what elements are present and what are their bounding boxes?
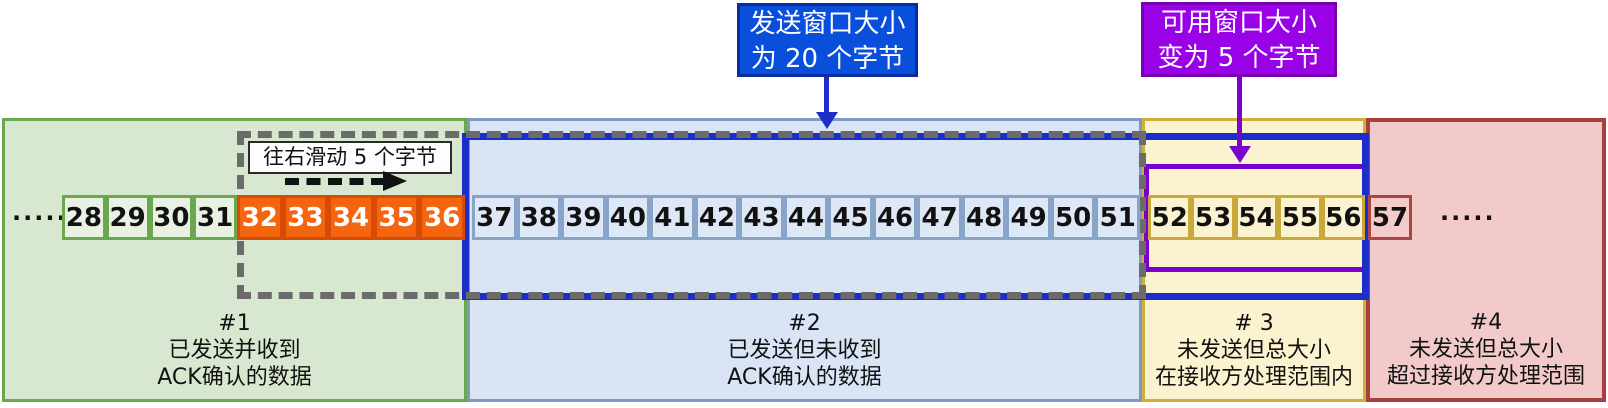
region-number: #1 (218, 311, 251, 336)
slide-right-label: 往右滑动 5 个字节 (248, 141, 452, 174)
send-window-arrow-icon (816, 112, 838, 129)
available-window-arrow-shaft (1237, 77, 1242, 149)
region-number: #2 (788, 311, 821, 336)
byte-box-46: 46 (872, 195, 918, 240)
available-window-size-line2: 变为 5 个字节 (1157, 43, 1321, 73)
byte-group-beyond: 57 (1368, 195, 1412, 240)
byte-box-37: 37 (472, 195, 517, 240)
byte-box-38: 38 (516, 195, 562, 240)
byte-box-43: 43 (739, 195, 784, 240)
byte-box-32: 32 (237, 195, 283, 240)
byte-box-51: 51 (1095, 195, 1140, 240)
region-sent-acked-label: #1 已发送并收到 ACK确认的数据 (5, 310, 464, 391)
byte-box-54: 54 (1234, 195, 1279, 240)
ellipsis-left: ····· (12, 204, 68, 232)
byte-box-53: 53 (1191, 195, 1235, 240)
slide-right-arrow-dash (285, 178, 385, 185)
byte-box-52: 52 (1148, 195, 1192, 240)
slide-right-arrow-icon (383, 171, 407, 191)
region-unsent-in-range-label: # 3 未发送但总大小 在接收方处理范围内 (1145, 310, 1363, 391)
region-sent-unacked-label: #2 已发送但未收到 ACK确认的数据 (470, 310, 1139, 391)
region-desc-line2: 超过接收方处理范围 (1386, 364, 1585, 389)
region-desc-line1: 未发送但总大小 (1408, 337, 1563, 362)
byte-box-56: 56 (1321, 195, 1366, 240)
region-number: #4 (1469, 310, 1503, 335)
region-desc-line2: 在接收方处理范围内 (1154, 365, 1353, 390)
byte-box-57: 57 (1368, 195, 1412, 240)
byte-box-28: 28 (62, 195, 106, 240)
available-window-size-callout: 可用窗口大小 变为 5 个字节 (1141, 2, 1337, 77)
byte-box-55: 55 (1278, 195, 1322, 240)
byte-box-35: 35 (373, 195, 420, 240)
byte-box-50: 50 (1050, 195, 1096, 240)
available-window-arrow-icon (1229, 146, 1251, 163)
byte-box-47: 47 (917, 195, 962, 240)
region-unsent-out-of-range-label: #4 未发送但总大小 超过接收方处理范围 (1370, 309, 1602, 390)
byte-box-48: 48 (961, 195, 1007, 240)
region-number: # 3 (1234, 311, 1274, 336)
byte-box-36: 36 (419, 195, 465, 240)
byte-box-39: 39 (561, 195, 606, 240)
byte-box-29: 29 (105, 195, 150, 240)
send-window-size-line1: 发送窗口大小 (749, 9, 906, 39)
send-window-size-line2: 为 20 个字节 (750, 44, 905, 74)
byte-box-30: 30 (149, 195, 194, 240)
region-desc-line1: 已发送但未收到 (727, 338, 882, 363)
send-window-arrow-shaft (824, 77, 829, 115)
region-desc-line2: ACK确认的数据 (727, 365, 882, 390)
byte-box-42: 42 (694, 195, 740, 240)
byte-box-41: 41 (650, 195, 695, 240)
available-window-size-line1: 可用窗口大小 (1160, 8, 1317, 38)
region-desc-line2: ACK确认的数据 (157, 365, 312, 390)
byte-box-31: 31 (193, 195, 237, 240)
byte-box-34: 34 (328, 195, 374, 240)
region-desc-line1: 未发送但总大小 (1176, 338, 1331, 363)
byte-box-49: 49 (1006, 195, 1051, 240)
region-desc-line1: 已发送并收到 (168, 338, 301, 363)
region-unsent-out-of-range: #4 未发送但总大小 超过接收方处理范围 (1366, 118, 1606, 402)
byte-box-45: 45 (828, 195, 873, 240)
ellipsis-right: ····· (1440, 204, 1496, 232)
send-window-size-callout: 发送窗口大小 为 20 个字节 (737, 3, 918, 77)
byte-box-44: 44 (783, 195, 829, 240)
byte-box-40: 40 (605, 195, 651, 240)
byte-box-33: 33 (282, 195, 329, 240)
